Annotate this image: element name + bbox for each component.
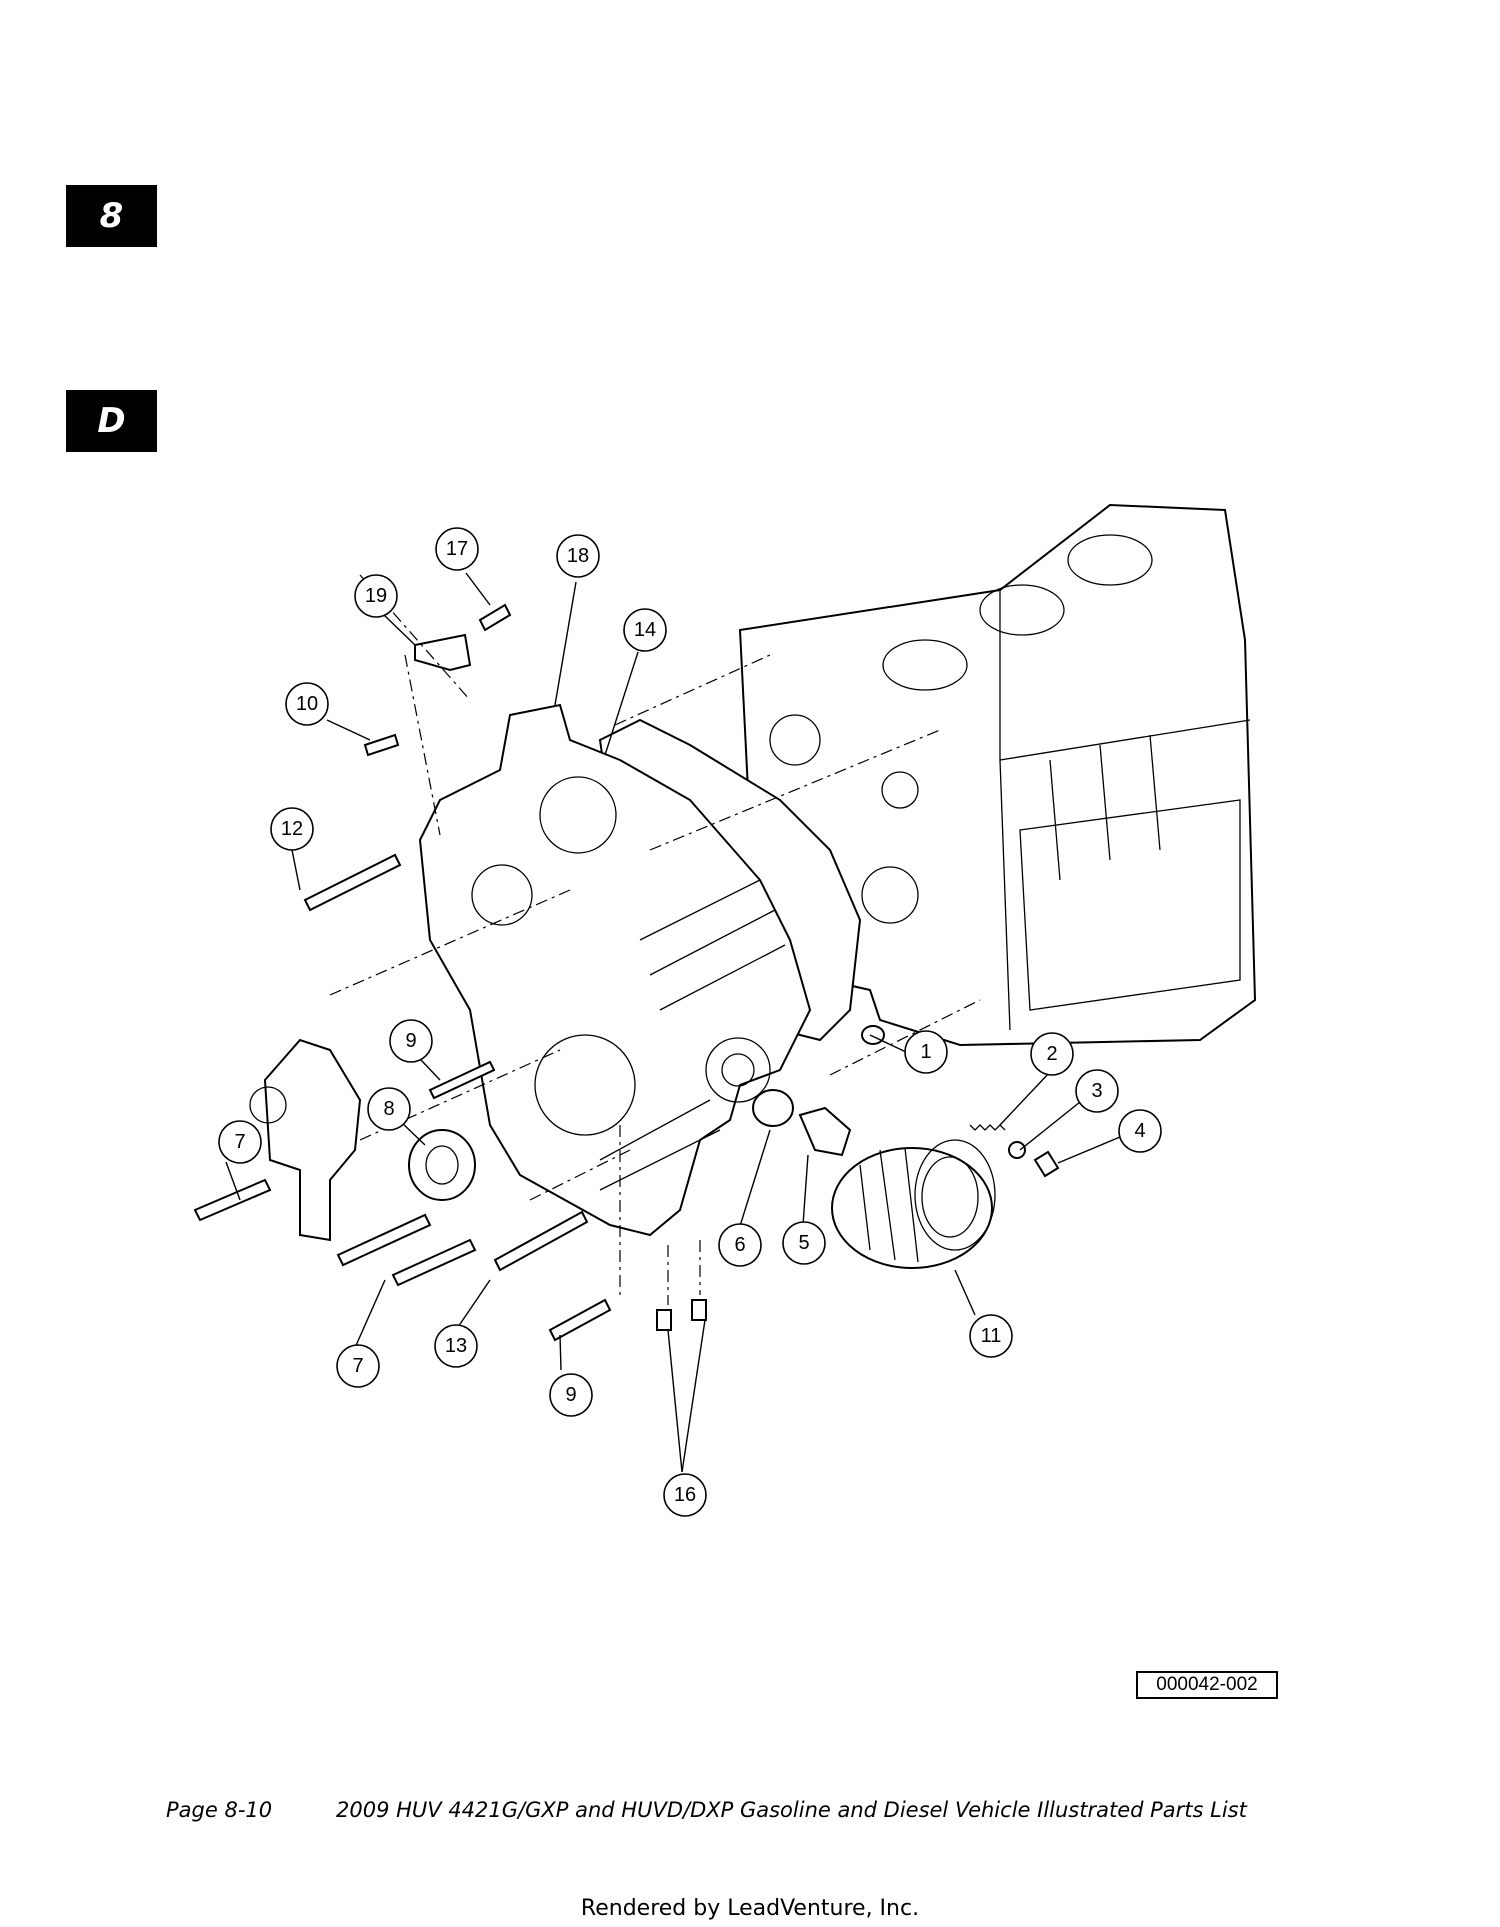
bracket — [414, 633, 472, 672]
svg-text:2: 2 — [1046, 1043, 1057, 1065]
footer-page-number: Page 8-10 — [166, 1798, 273, 1822]
gear-case — [418, 703, 812, 1237]
svg-text:13: 13 — [445, 1335, 467, 1357]
callout-19: 19 — [354, 574, 398, 618]
svg-text:7: 7 — [352, 1355, 363, 1377]
bracket-bolt — [478, 603, 512, 632]
svg-text:16: 16 — [674, 1484, 696, 1506]
callout-18: 18 — [556, 534, 600, 578]
callout-7: 7 — [336, 1344, 380, 1388]
callout-1: 1 — [904, 1030, 948, 1074]
bolt — [391, 1238, 477, 1287]
oil-filter — [831, 1139, 996, 1269]
oil-seal — [408, 1129, 476, 1201]
callout-8: 8 — [367, 1087, 411, 1131]
bolt — [363, 733, 400, 757]
callout-2: 2 — [1030, 1032, 1074, 1076]
bolt — [336, 1213, 432, 1267]
svg-text:17: 17 — [446, 538, 468, 560]
chapter-tab-label: 8 — [99, 196, 124, 236]
callout-10: 10 — [285, 682, 329, 726]
relief-valve-plug — [1033, 1150, 1060, 1178]
callout-13: 13 — [434, 1324, 478, 1368]
bolt — [193, 1178, 272, 1222]
svg-text:18: 18 — [567, 545, 589, 567]
svg-text:3: 3 — [1091, 1080, 1102, 1102]
svg-text:19: 19 — [365, 585, 387, 607]
svg-text:10: 10 — [296, 693, 318, 715]
svg-text:12: 12 — [281, 818, 303, 840]
plug — [656, 1309, 672, 1331]
svg-text:7: 7 — [234, 1131, 245, 1153]
svg-text:6: 6 — [734, 1234, 745, 1256]
o-ring — [861, 1025, 885, 1045]
svg-text:14: 14 — [634, 619, 656, 641]
svg-text:4: 4 — [1134, 1120, 1145, 1142]
svg-text:5: 5 — [798, 1232, 809, 1254]
svg-text:9: 9 — [565, 1384, 576, 1406]
callout-17: 17 — [435, 527, 479, 571]
rendered-by-notice: Rendered by LeadVenture, Inc. — [580, 1896, 920, 1921]
figure-id-label: 000042-002 — [1136, 1671, 1278, 1699]
callout-4: 4 — [1118, 1109, 1162, 1153]
section-tab: D — [66, 390, 157, 452]
bolt — [493, 1210, 589, 1272]
callout-9: 9 — [389, 1019, 433, 1063]
chapter-tab: 8 — [66, 185, 157, 247]
callout-14: 14 — [623, 608, 667, 652]
bolt — [428, 1060, 496, 1100]
plug — [691, 1299, 707, 1321]
footer-document-title: 2009 HUV 4421G/GXP and HUVD/DXP Gasoline… — [336, 1798, 1247, 1822]
callout-9: 9 — [549, 1373, 593, 1417]
relief-valve-ball — [1008, 1141, 1026, 1159]
callout-3: 3 — [1075, 1069, 1119, 1113]
svg-text:9: 9 — [405, 1030, 416, 1052]
callout-6: 6 — [718, 1223, 762, 1267]
callout-16: 16 — [663, 1473, 707, 1517]
bolt — [303, 853, 402, 912]
oil-filter-pipe — [798, 1106, 852, 1157]
water-pump — [249, 1038, 362, 1242]
callout-11: 11 — [969, 1314, 1013, 1358]
relief-valve-spring — [969, 1124, 1006, 1131]
callout-5: 5 — [782, 1221, 826, 1265]
callout-12: 12 — [270, 807, 314, 851]
bolt — [548, 1298, 612, 1342]
svg-text:1: 1 — [920, 1041, 931, 1063]
svg-text:11: 11 — [981, 1325, 1002, 1347]
svg-text:8: 8 — [383, 1098, 394, 1120]
gasket-ring — [752, 1089, 794, 1127]
section-tab-label: D — [97, 401, 126, 441]
callout-7: 7 — [218, 1120, 262, 1164]
engine-block — [738, 503, 1257, 1047]
